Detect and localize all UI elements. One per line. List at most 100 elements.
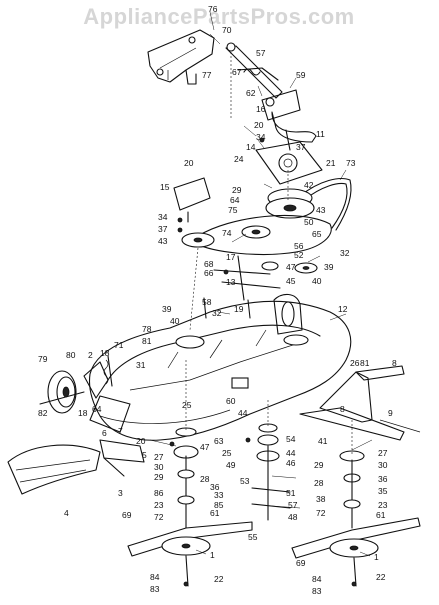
label-29-left: 29: [154, 472, 164, 482]
discharge-deflector: [7, 444, 101, 495]
label-13: 13: [226, 277, 236, 287]
left-pulley: [181, 232, 215, 248]
label-30-left: 30: [154, 462, 164, 472]
label-6: 6: [102, 428, 107, 438]
gauge-wheel: [39, 370, 85, 414]
label-36-right: 36: [378, 474, 388, 484]
label-71: 71: [114, 340, 124, 350]
mower-deck-housing: [88, 293, 352, 441]
label-3: 3: [118, 488, 123, 498]
idler-arm: [225, 42, 283, 99]
label-52: 52: [294, 250, 304, 260]
label-39-left: 39: [162, 304, 172, 314]
label-57-low: 57: [288, 500, 298, 510]
label-25-mid: 25: [182, 400, 192, 410]
label-31: 31: [136, 360, 146, 370]
watermark-text: AppliancePartsPros.com: [83, 4, 354, 29]
label-12: 12: [338, 304, 348, 314]
label-56: 56: [294, 241, 304, 251]
label-68: 68: [204, 259, 214, 269]
label-75: 75: [228, 205, 238, 215]
label-24: 24: [234, 154, 244, 164]
label-60: 60: [226, 396, 236, 406]
left-spindle-assembly: [173, 427, 199, 529]
label-67: 67: [232, 67, 242, 77]
hardware-fasteners: [169, 137, 357, 587]
label-47-left: 47: [200, 442, 210, 452]
belt-73: [299, 178, 352, 231]
label-33-left: 33: [214, 490, 224, 500]
label-20-low: 20: [136, 436, 146, 446]
label-55: 55: [248, 532, 258, 542]
label-26: 26: [350, 358, 360, 368]
assembly-centerlines: [185, 52, 353, 456]
label-39-right: 39: [324, 262, 334, 272]
right-spindle-assembly: [339, 450, 365, 529]
label-81-left: 81: [142, 336, 152, 346]
bracket-15: [173, 177, 211, 223]
label-16: 16: [256, 104, 266, 114]
label-36-left: 36: [210, 482, 220, 492]
label-45: 45: [286, 276, 296, 286]
label-15: 15: [160, 182, 170, 192]
label-81-right: 81: [360, 358, 370, 368]
label-47-top: 47: [286, 262, 296, 272]
label-70: 70: [222, 25, 232, 35]
label-82: 82: [38, 408, 48, 418]
label-84-left: 84: [150, 572, 160, 582]
label-23-right: 23: [378, 500, 388, 510]
stabilizer-arm: [299, 365, 421, 441]
label-2: 2: [88, 350, 93, 360]
label-78: 78: [142, 324, 152, 334]
label-9: 9: [388, 408, 393, 418]
pulley-bracket: [255, 129, 323, 185]
right-spindle-pulley: [261, 261, 318, 274]
deck-front-baffle: [89, 395, 131, 433]
label-42: 42: [304, 180, 314, 190]
wheel-bracket: [83, 355, 113, 399]
label-61-right: 61: [376, 510, 386, 520]
label-21: 21: [326, 158, 336, 168]
label-1-right: 1: [374, 552, 379, 562]
label-32-left: 32: [212, 308, 222, 318]
label-83-right: 83: [312, 586, 322, 596]
label-54: 54: [286, 434, 296, 444]
label-51: 51: [286, 488, 296, 498]
label-20-left: 20: [184, 158, 194, 168]
right-blade: [291, 517, 421, 587]
main-belt: [197, 215, 332, 255]
mounting-bracket: [147, 29, 215, 85]
linkage-rods: [213, 255, 281, 301]
label-11: 11: [316, 129, 325, 139]
label-27-left: 27: [154, 452, 164, 462]
label-28-right: 28: [314, 478, 324, 488]
label-5: 5: [142, 450, 147, 460]
label-29-top: 29: [232, 185, 242, 195]
label-29-right: 29: [314, 460, 324, 470]
label-76: 76: [208, 4, 218, 14]
label-34-top: 34: [256, 132, 266, 142]
label-8-top: 8: [392, 358, 397, 368]
label-46: 46: [286, 458, 296, 468]
label-28-left: 28: [200, 474, 210, 484]
label-30-right: 30: [378, 460, 388, 470]
label-27-right: 27: [378, 448, 388, 458]
label-69-right: 69: [296, 558, 306, 568]
label-25-low: 25: [222, 448, 232, 458]
label-48: 48: [288, 512, 298, 522]
label-44-low: 44: [286, 448, 296, 458]
label-53: 53: [240, 476, 250, 486]
label-34-left: 34: [158, 212, 168, 222]
label-8-low: 8: [340, 404, 345, 414]
label-18-top: 18: [100, 348, 110, 358]
label-50: 50: [304, 217, 314, 227]
label-20-top: 20: [254, 120, 264, 130]
label-80: 80: [66, 350, 76, 360]
label-41: 41: [318, 436, 328, 446]
label-58: 58: [202, 297, 212, 307]
label-43-left: 43: [158, 236, 168, 246]
label-40-left: 40: [170, 316, 180, 326]
label-73: 73: [346, 158, 356, 168]
